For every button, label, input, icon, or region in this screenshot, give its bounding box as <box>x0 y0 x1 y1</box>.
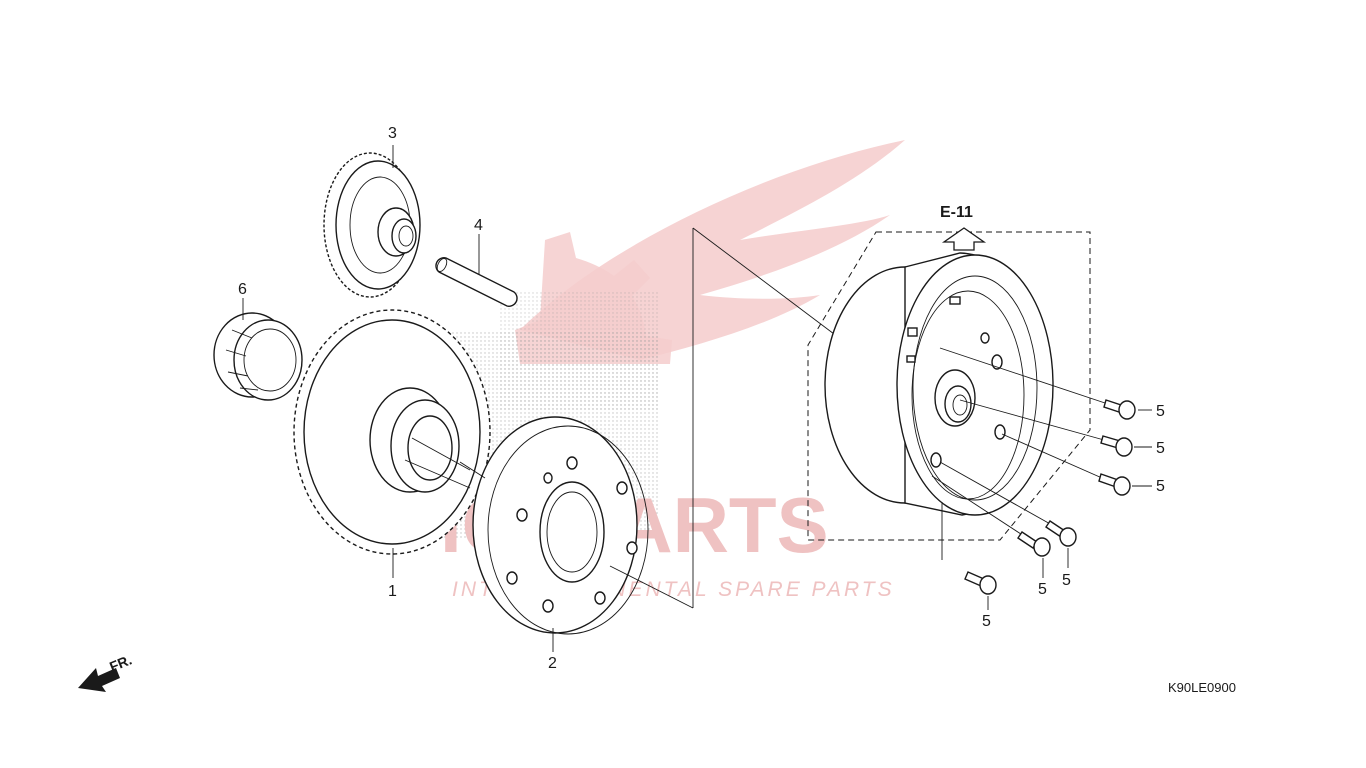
front-arrow-icon <box>78 668 120 692</box>
watermark-dot-field-2 <box>500 290 660 410</box>
part-5-bolt[interactable] <box>1001 433 1131 496</box>
callout-5[interactable]: 5 <box>1156 440 1165 457</box>
callout-5[interactable]: 5 <box>1156 478 1165 495</box>
callout-1[interactable]: 1 <box>388 583 397 600</box>
part-2-clutch-outer[interactable] <box>472 416 649 635</box>
part-6-needle-bearing[interactable] <box>213 312 303 401</box>
callout-2[interactable]: 2 <box>548 655 557 672</box>
callout-5[interactable]: 5 <box>1156 403 1165 420</box>
diagram-code: K90LE0900 <box>1168 680 1236 695</box>
callout-5[interactable]: 5 <box>1038 581 1047 598</box>
reference-label[interactable]: E-11 <box>940 204 973 221</box>
callout-5[interactable]: 5 <box>1062 572 1071 589</box>
flywheel-group-boundary <box>807 231 1091 541</box>
part-5-bolt[interactable] <box>939 347 1136 420</box>
front-direction-label: FR. <box>107 651 134 674</box>
callout-6[interactable]: 6 <box>238 281 247 298</box>
part-5-bolt[interactable] <box>959 399 1133 457</box>
flywheel-rotor[interactable] <box>824 252 1054 516</box>
part-5-bolt[interactable] <box>941 502 997 595</box>
leader-lines <box>242 145 1152 652</box>
callout-4[interactable]: 4 <box>474 217 483 234</box>
callout-3[interactable]: 3 <box>388 125 397 142</box>
reference-up-arrow-icon[interactable] <box>941 227 987 251</box>
part-4-pin[interactable] <box>435 257 518 307</box>
part-5-bolt[interactable] <box>939 461 1077 547</box>
part-3-gear[interactable] <box>323 152 421 298</box>
callout-5[interactable]: 5 <box>982 613 991 630</box>
part-5-bolt[interactable] <box>931 475 1051 557</box>
part-1-driven-gear[interactable] <box>293 309 491 555</box>
guide-lines <box>459 227 843 609</box>
front-direction-indicator: FR. <box>78 651 134 692</box>
